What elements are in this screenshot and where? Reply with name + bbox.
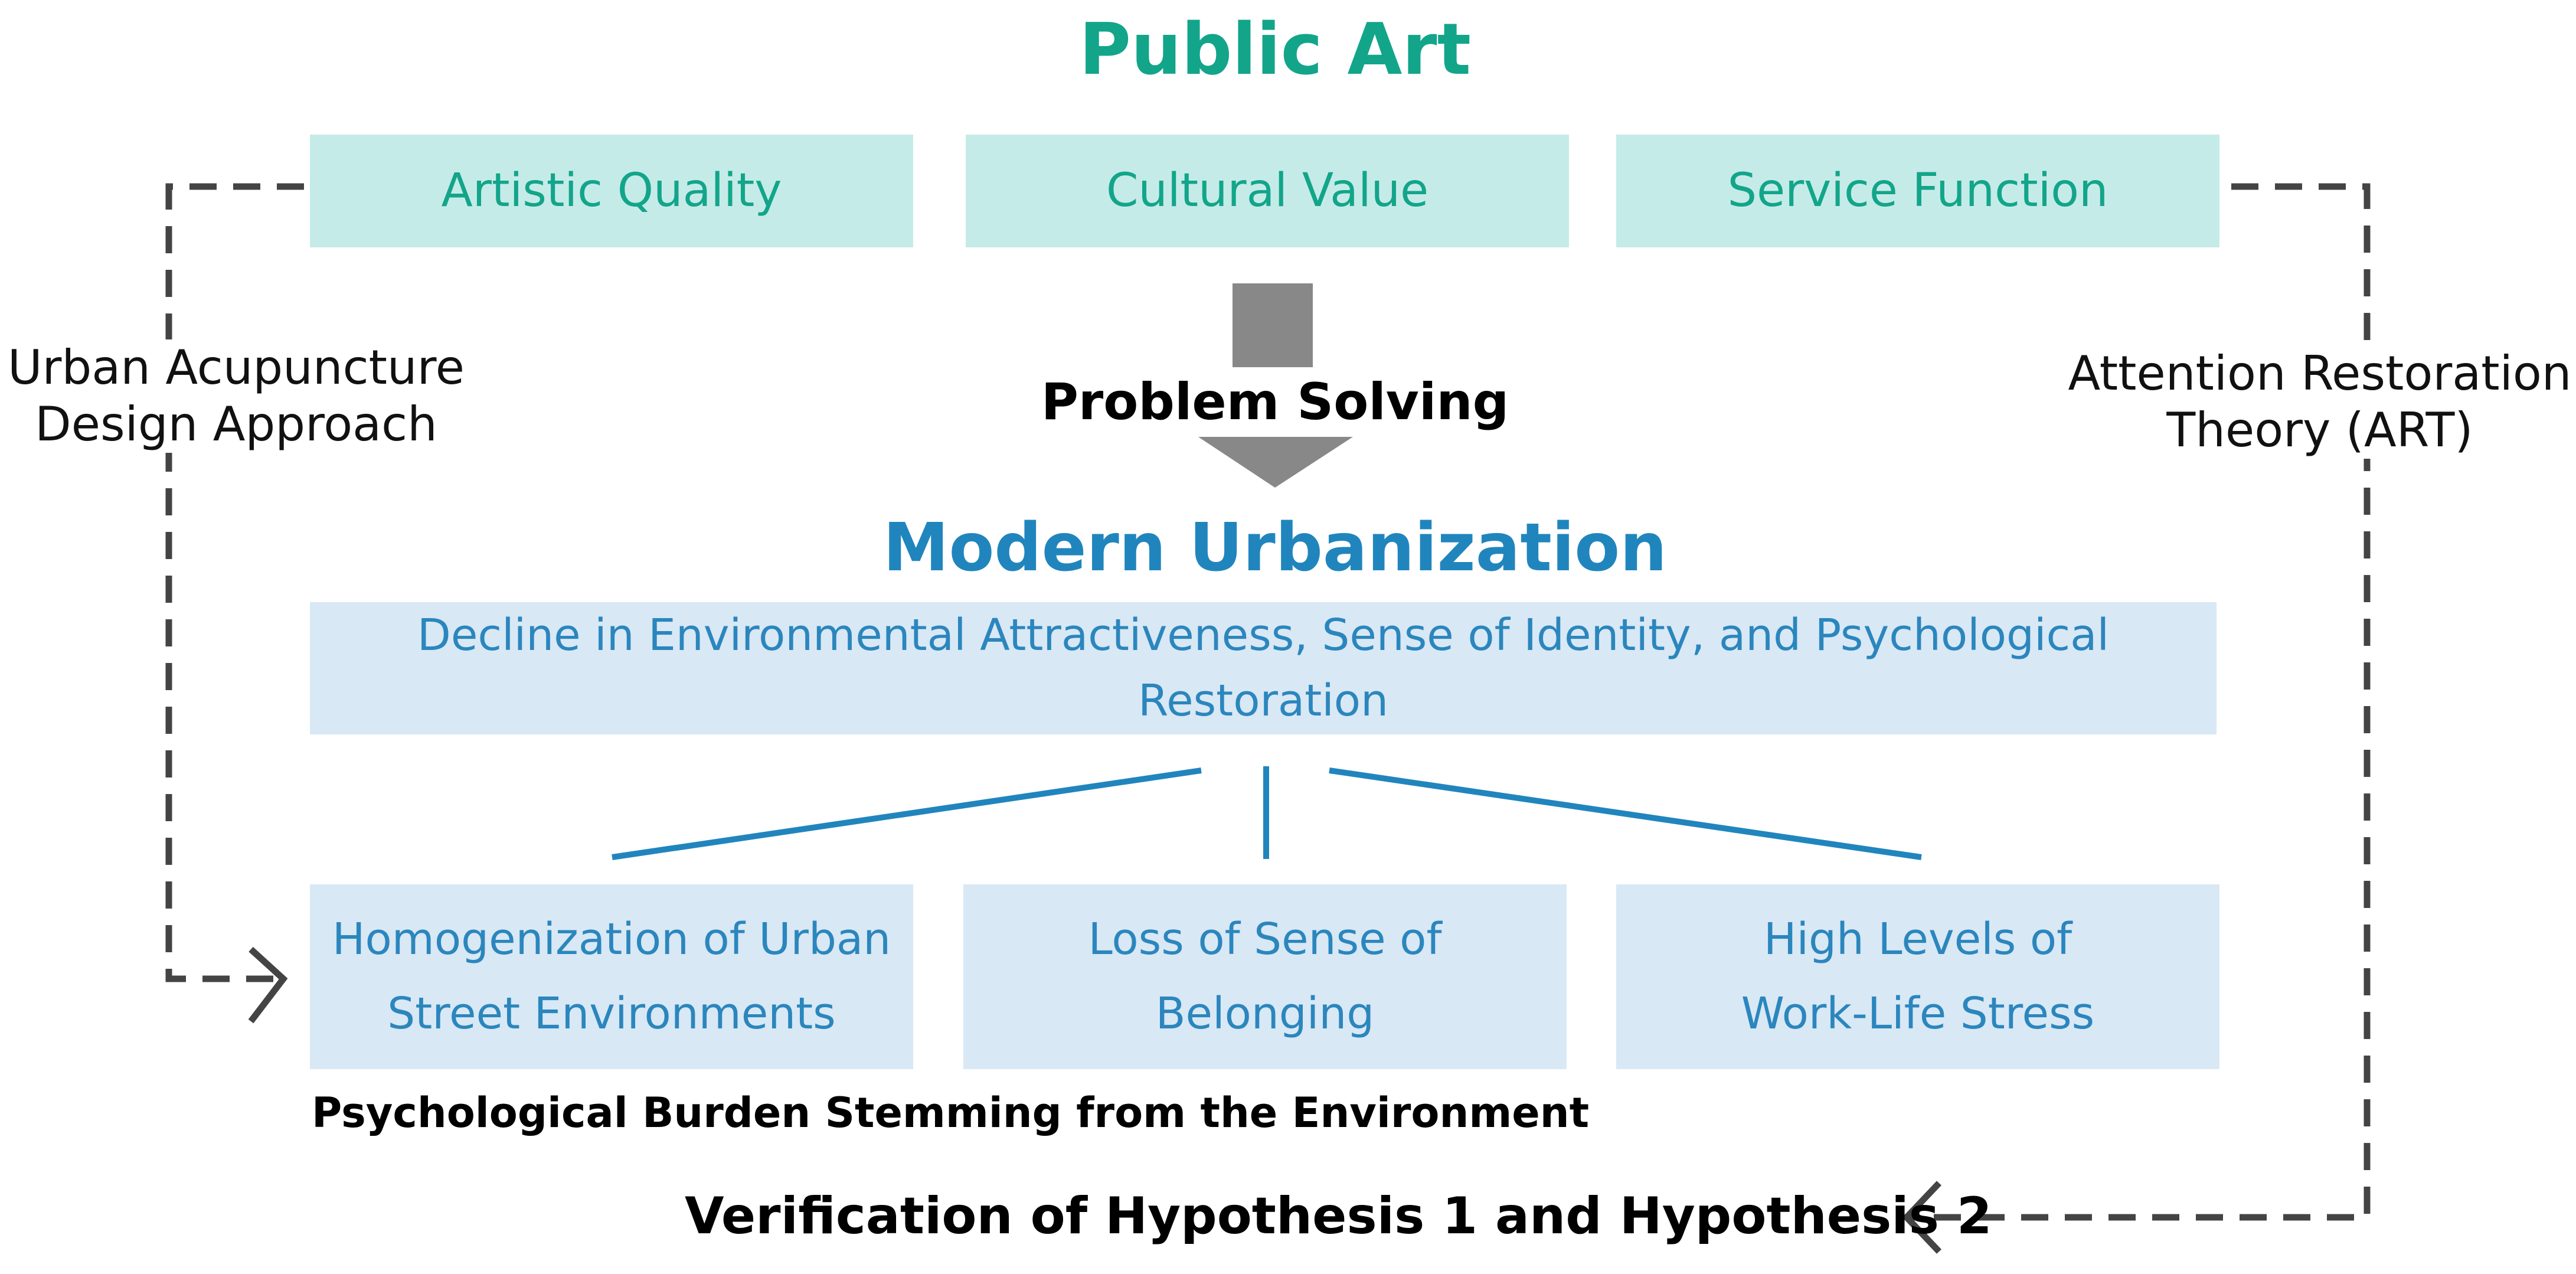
- decline-box: Decline in Environmental Attractiveness,…: [310, 602, 2217, 734]
- issue-belonging-line1: Loss of Sense of: [1088, 913, 1442, 965]
- attention-restoration-label: Attention Restoration Theory (ART): [2066, 345, 2574, 459]
- artistic-quality-label: Artistic Quality: [441, 164, 782, 217]
- right-dashed-connector: [1907, 183, 2371, 1221]
- service-function-box: Service Function: [1616, 135, 2219, 247]
- urban-acupuncture-label: Urban Acupuncture Design Approach: [0, 339, 472, 453]
- urban-acupuncture-line1: Urban Acupuncture: [8, 340, 465, 395]
- psychological-burden-label: Psychological Burden Stemming from the E…: [312, 1089, 1590, 1137]
- verification-label: Verification of Hypothesis 1 and Hypothe…: [685, 1187, 1992, 1246]
- issue-homogenization-line2: Street Environments: [387, 988, 836, 1039]
- cultural-value-label: Cultural Value: [1106, 164, 1429, 217]
- left-dashed-connector: [165, 183, 304, 982]
- arrow-head: [1198, 437, 1353, 488]
- issue-box-stress: High Levels of Work-Life Stress: [1616, 884, 2219, 1069]
- right-arrowhead: [1902, 1181, 1941, 1254]
- issue-box-homogenization: Homogenization of Urban Street Environme…: [310, 884, 913, 1069]
- issue-homogenization-line1: Homogenization of Urban: [332, 913, 891, 965]
- public-art-title: Public Art: [1079, 9, 1471, 91]
- arrow-shaft: [1233, 283, 1313, 369]
- attention-restoration-line2: Theory (ART): [2166, 403, 2473, 458]
- left-arrowhead: [248, 946, 288, 1024]
- artistic-quality-box: Artistic Quality: [310, 135, 913, 247]
- branch-line-right: [1329, 767, 1922, 860]
- modern-urbanization-title: Modern Urbanization: [883, 509, 1667, 586]
- urban-acupuncture-line2: Design Approach: [35, 397, 437, 452]
- issue-stress-line2: Work-Life Stress: [1741, 988, 2095, 1039]
- issue-belonging-line2: Belonging: [1155, 988, 1375, 1039]
- cultural-value-box: Cultural Value: [966, 135, 1569, 247]
- service-function-label: Service Function: [1727, 164, 2108, 217]
- problem-solving-label: Problem Solving: [1039, 367, 1511, 437]
- issue-stress-line1: High Levels of: [1763, 913, 2072, 965]
- decline-label: Decline in Environmental Attractiveness,…: [417, 610, 2110, 726]
- issue-box-belonging: Loss of Sense of Belonging: [963, 884, 1567, 1069]
- attention-restoration-line1: Attention Restoration: [2068, 346, 2572, 401]
- branch-line-left: [612, 767, 1202, 860]
